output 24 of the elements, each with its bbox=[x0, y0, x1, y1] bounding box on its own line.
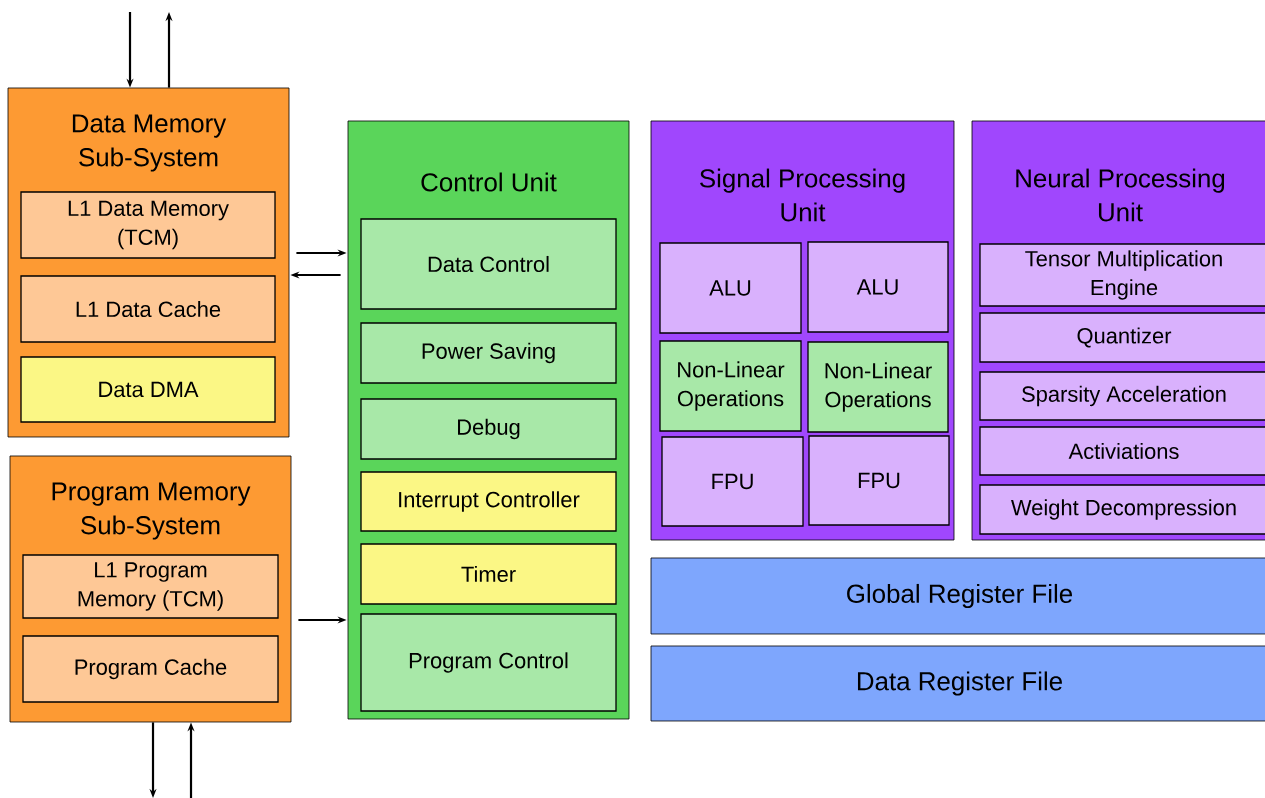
register-file-bar: Global Register File bbox=[650, 557, 1265, 635]
register-file-bar: Data Register File bbox=[650, 645, 1265, 722]
component-box: ALU bbox=[807, 241, 949, 333]
component-box: Non-Linear Operations bbox=[807, 341, 949, 433]
component-box: Sparsity Acceleration bbox=[979, 371, 1265, 421]
component-box: ALU bbox=[659, 242, 802, 334]
component-box: Non-Linear Operations bbox=[659, 340, 802, 432]
component-box: Data DMA bbox=[20, 356, 276, 423]
component-box: Debug bbox=[360, 398, 617, 460]
component-box: Program Control bbox=[360, 613, 617, 712]
component-box: L1 Program Memory (TCM) bbox=[22, 554, 279, 619]
component-box: Weight Decompression bbox=[979, 484, 1265, 535]
component-box: FPU bbox=[808, 435, 950, 526]
component-box: Tensor Multiplication Engine bbox=[979, 243, 1265, 307]
component-box: FPU bbox=[661, 436, 804, 527]
component-box: Interrupt Controller bbox=[360, 471, 617, 532]
component-box: L1 Data Memory (TCM) bbox=[20, 191, 276, 259]
component-box: Activiations bbox=[979, 426, 1265, 476]
component-box: Data Control bbox=[360, 218, 617, 310]
component-box: L1 Data Cache bbox=[20, 275, 276, 343]
component-box: Quantizer bbox=[979, 312, 1265, 363]
component-box: Timer bbox=[360, 543, 617, 605]
component-box: Power Saving bbox=[360, 322, 617, 384]
component-box: Program Cache bbox=[22, 635, 279, 703]
